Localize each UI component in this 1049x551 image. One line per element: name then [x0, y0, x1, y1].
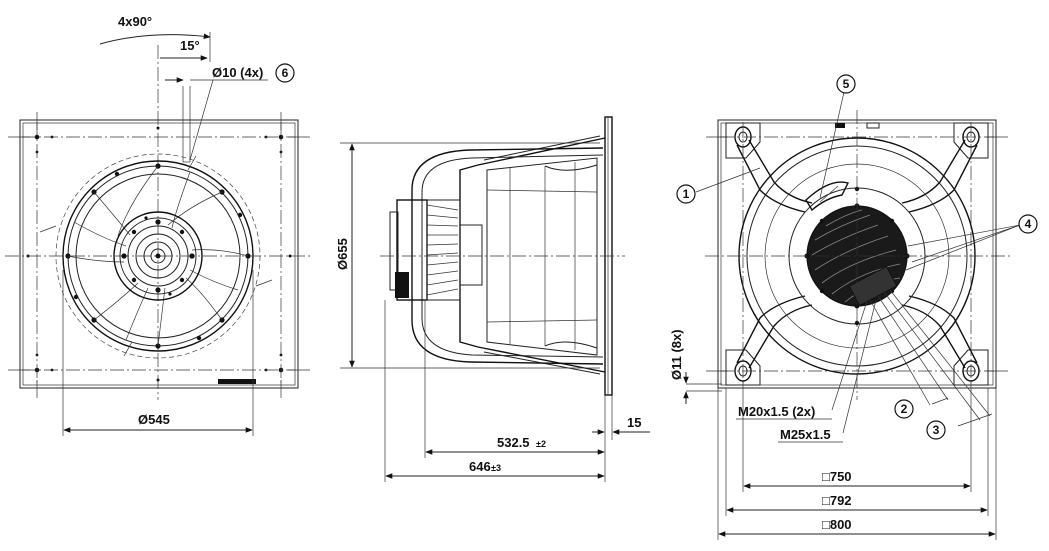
side-support-arm: [411, 147, 604, 365]
front-plate-outline: [19, 119, 299, 389]
rear-callout-circle-4: [1018, 214, 1038, 234]
side-length-tol: ±3: [491, 463, 501, 473]
rear-dim-750: □750: [822, 469, 852, 484]
front-nameplate: [218, 379, 256, 384]
rear-inlet-window: [805, 181, 850, 212]
front-hub-bolts: [121, 216, 195, 296]
rear-callout-circle-2: [894, 399, 914, 419]
rear-view: Ø11 (8x) □750 □792 □800 M20x1.5 (2x) M25…: [669, 74, 1038, 540]
front-ring-hidden: [55, 153, 261, 359]
rear-hole-label: Ø11 (8x): [669, 329, 684, 380]
side-impeller: [486, 157, 598, 356]
rear-dim-792: □792: [822, 493, 852, 508]
front-callout-6: 6: [282, 66, 289, 80]
rear-callout-5: 5: [843, 77, 850, 91]
rear-callout-3: 3: [933, 423, 940, 437]
rear-callout-2: 2: [901, 402, 908, 416]
side-length-label: 646: [469, 459, 491, 474]
side-view: Ø655 532.5 ±2 646 ±3 15: [335, 116, 650, 482]
front-inlet-ring: [62, 160, 254, 352]
side-depth-tol: ±2: [536, 439, 546, 449]
rear-callout-1: 1: [683, 187, 690, 201]
rear-callout-circle-3: [926, 420, 946, 440]
rear-corner-marks: [706, 136, 1008, 372]
front-angle-small-label: 15°: [180, 38, 200, 53]
rear-gland-1-label: M20x1.5 (2x): [738, 404, 815, 419]
rear-callout-circle-5: [836, 74, 856, 94]
rear-dim-800: □800: [822, 517, 852, 532]
side-motor-shaft: [459, 224, 483, 286]
rear-callout-4: 4: [1025, 217, 1032, 231]
rear-gland-2-label: M25x1.5: [780, 427, 831, 442]
front-hole-label: Ø10 (4x): [212, 65, 263, 80]
side-depth-label: 532.5: [497, 435, 530, 450]
front-callout-circle: [275, 63, 295, 83]
rear-label-plate-1: [835, 123, 845, 128]
side-motor-fins: [426, 204, 459, 296]
front-plate-inner: [22, 122, 296, 386]
side-diameter-label: Ø655: [335, 238, 350, 270]
rear-terminal-box: [848, 265, 898, 307]
front-view: 4x90° 15° Ø10 (4x) 6 Ø545: [5, 14, 312, 436]
side-flange-label: 15: [627, 415, 641, 430]
rear-label-plate-2: [866, 122, 880, 129]
rear-callout-circle-1: [676, 184, 696, 204]
rear-support-arms: [736, 139, 978, 369]
front-diameter-label: Ø545: [138, 412, 170, 427]
front-angle-label: 4x90°: [118, 14, 152, 29]
side-terminal-box: [395, 272, 409, 298]
side-motor-cap: [389, 211, 399, 291]
front-hub-outer: [113, 211, 203, 301]
rear-corner-blocks: [725, 122, 989, 386]
